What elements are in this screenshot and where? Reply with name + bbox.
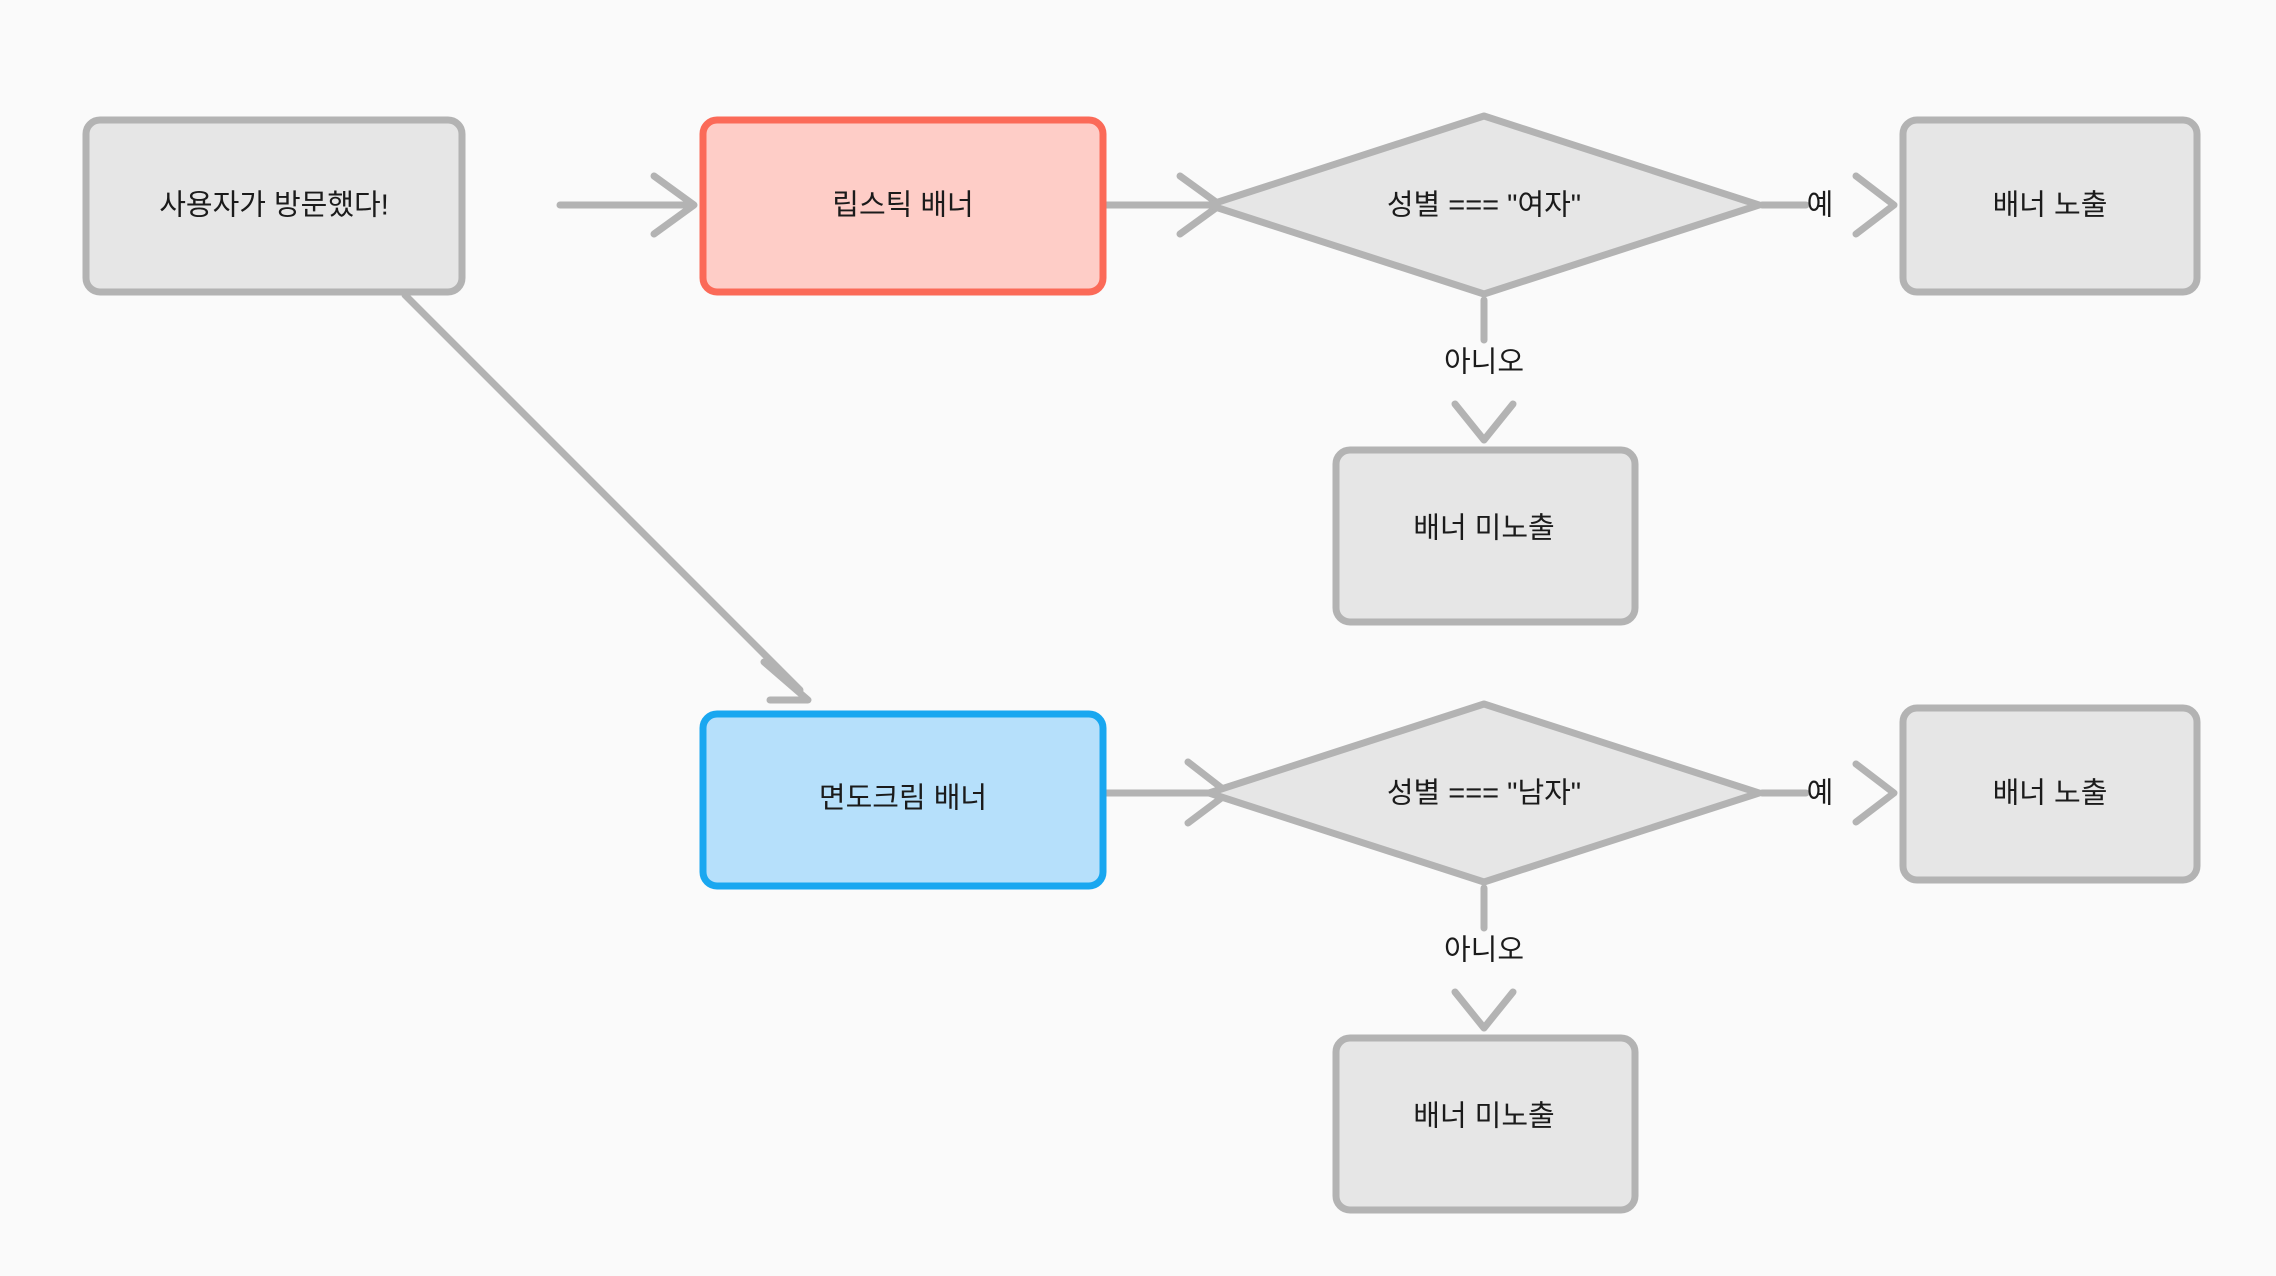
edge-label-no-top: 아니오 [1444,347,1524,379]
node-lipstick-banner-label: 립스틱 배너 [832,189,973,222]
edge-decision-female-no [1451,296,1517,444]
node-shaving-cream-banner[interactable]: 면도크림 배너 [699,710,1107,890]
node-lipstick-banner[interactable]: 립스틱 배너 [699,116,1107,296]
node-lipstick-banner-shape[interactable] [699,116,1107,296]
node-show-banner-male[interactable]: 배너 노출 [1899,704,2201,884]
node-start-shape[interactable] [82,116,466,296]
node-decision-female-shape[interactable] [1205,112,1763,298]
node-decision-female[interactable]: 성별 === "여자" [1205,112,1763,298]
edge-label-yes-top: 예 [1807,190,1834,222]
edge-start-to-shaving-cream [401,291,812,704]
node-hide-banner-male[interactable]: 배너 미노출 [1332,1034,1639,1214]
node-start-label: 사용자가 방문했다! [159,190,389,222]
node-show-banner-female-label: 배너 노출 [1993,189,2108,222]
node-show-banner-male-shape[interactable] [1899,704,2201,884]
node-shaving-cream-banner-label: 면도크림 배너 [819,782,987,815]
node-show-banner-female-shape[interactable] [1899,116,2201,296]
node-show-banner-male-label: 배너 노출 [1993,777,2108,810]
node-decision-male[interactable]: 성별 === "남자" [1205,700,1763,886]
edge-label-no-bottom: 아니오 [1444,935,1524,967]
node-show-banner-female[interactable]: 배너 노출 [1899,116,2201,296]
node-hide-banner-female-label: 배너 미노출 [1413,512,1554,545]
node-hide-banner-female-shape[interactable] [1332,446,1639,626]
node-start[interactable]: 사용자가 방문했다! [82,116,466,296]
node-decision-male-shape[interactable] [1205,700,1763,886]
node-hide-banner-female[interactable]: 배너 미노출 [1332,446,1639,626]
edge-decision-male-no [1451,884,1517,1032]
edge-decision-female-yes [1758,172,1898,238]
node-hide-banner-male-label: 배너 미노출 [1413,1100,1554,1133]
node-decision-male-label: 성별 === "남자" [1387,778,1581,810]
edge-start-to-lipstick [556,172,698,238]
edge-label-yes-bottom: 예 [1807,778,1834,810]
node-hide-banner-male-shape[interactable] [1332,1034,1639,1214]
node-shaving-cream-banner-shape[interactable] [699,710,1107,890]
edge-lipstick-to-decision-female [1102,172,1224,238]
edge-decision-male-yes [1758,760,1898,826]
node-decision-female-label: 성별 === "여자" [1387,190,1581,222]
